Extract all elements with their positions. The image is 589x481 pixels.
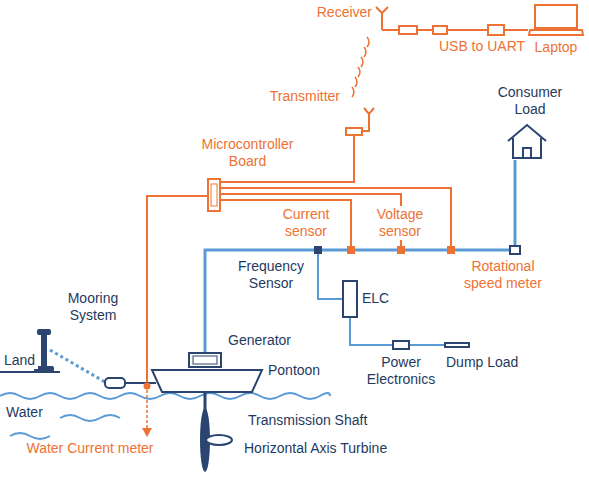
wire [221, 188, 451, 246]
wire [322, 249, 347, 252]
laptop-icon-shape [528, 3, 584, 37]
node-label: Microcontroller Board [190, 136, 305, 170]
wire [418, 29, 432, 31]
wire [410, 344, 444, 346]
node-label: Current sensor [266, 206, 346, 240]
sensor-mark: Current sensor [347, 246, 355, 254]
meter-pointer [146, 390, 148, 429]
board-detail [211, 184, 217, 206]
node-label: Frequency Sensor [232, 258, 310, 292]
meter-wire [147, 196, 207, 386]
generator-detail [193, 356, 217, 364]
mooring-post-cap [37, 329, 51, 335]
wire [205, 250, 314, 352]
node-label: Laptop [528, 39, 584, 56]
transmitter-box: Transmitter [345, 127, 363, 136]
sensor-mark: Frequency Sensor [314, 246, 322, 254]
pontoon-hull [152, 370, 262, 392]
usb-uart-box: USB to UART [432, 25, 448, 35]
node-label: Consumer Load [490, 84, 570, 118]
radio-waves [352, 37, 369, 97]
sensor-mark: Voltage sensor [397, 246, 405, 254]
receiver-box: Receiver [398, 25, 418, 35]
water-surface [0, 393, 330, 399]
dump-load-box: Dump Load [444, 342, 470, 348]
generator-box: Generator [188, 352, 222, 368]
transmitter-antenna [363, 108, 374, 131]
laptop-icon: Laptop [528, 3, 584, 37]
turbine-nacelle [206, 435, 232, 445]
meter-arrowhead [142, 428, 152, 437]
part-label: Mooring System [58, 290, 128, 324]
consumer-house: Consumer Load [505, 122, 549, 160]
part-label: Transmission Shaft [248, 412, 388, 429]
node-label: Voltage sensor [360, 206, 440, 240]
wire [455, 160, 515, 250]
consumer-house-outline [508, 125, 546, 158]
water-wave [60, 415, 120, 421]
uart-box [488, 25, 504, 35]
meter-point [144, 383, 151, 390]
node-label: ELC [362, 290, 402, 307]
load-connector [510, 246, 520, 254]
part-label: Water Current meter [25, 440, 155, 457]
node-label: Receiver [300, 4, 372, 21]
sensor-mark: Rotational speed meter [447, 246, 455, 254]
mooring-connector [105, 378, 125, 388]
mooring-post [41, 335, 47, 368]
mooring-line [50, 350, 105, 382]
node-label: Transmitter [262, 88, 340, 105]
power-electronics-box: Power Electronics [392, 340, 410, 350]
node-label: USB to UART [436, 38, 528, 55]
mooring-link [125, 382, 156, 384]
wire [318, 254, 342, 299]
part-label: Pontoon [268, 362, 338, 379]
wire [405, 249, 447, 252]
part-label: Horizontal Axis Turbine [244, 440, 419, 457]
wire [350, 318, 392, 345]
laptop-icon-outline [529, 5, 583, 35]
node-label: Rotational speed meter [453, 258, 553, 292]
microcontroller-box: Microcontroller Board [207, 178, 221, 212]
elc-box: ELC [342, 280, 358, 318]
part-label: Land [4, 352, 38, 369]
wire [355, 249, 397, 252]
node-label: Generator [228, 332, 308, 349]
part-label: Water [6, 404, 50, 421]
receiver-antenna [376, 7, 398, 30]
wire [221, 200, 351, 246]
node-label: Dump Load [446, 354, 526, 371]
node-label: Power Electronics [361, 354, 441, 388]
water-wave [10, 433, 50, 439]
consumer-house-shape [505, 122, 549, 160]
